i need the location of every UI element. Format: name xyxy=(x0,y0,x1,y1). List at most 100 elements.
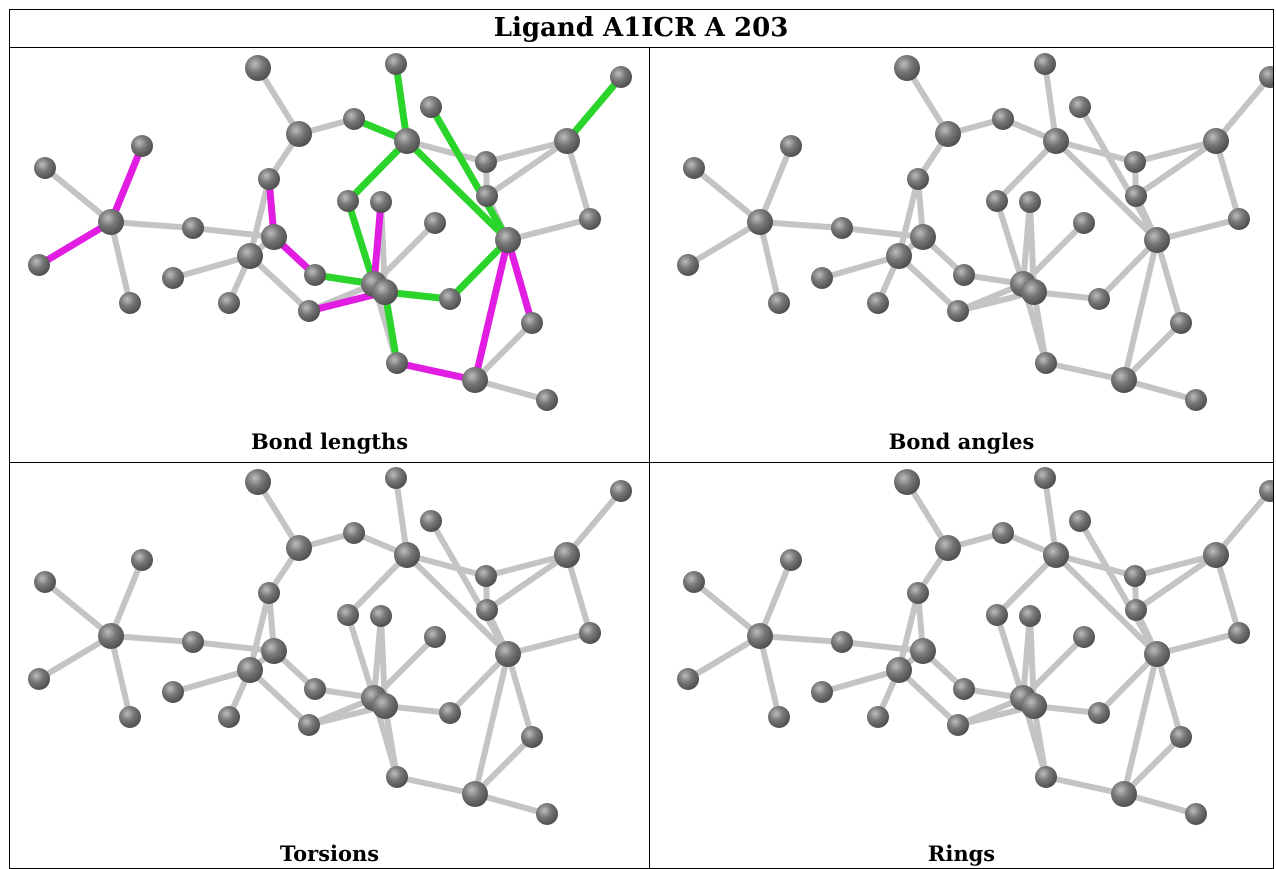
bond xyxy=(247,590,272,673)
bond xyxy=(757,219,845,231)
atom xyxy=(286,121,312,147)
atom xyxy=(1111,367,1137,393)
bond xyxy=(1154,237,1184,326)
bond xyxy=(1121,651,1160,797)
atom xyxy=(1069,510,1091,532)
atom xyxy=(992,108,1014,130)
atom xyxy=(385,467,407,489)
atom xyxy=(986,604,1008,626)
atom xyxy=(677,668,699,690)
atom xyxy=(1185,389,1207,411)
bond xyxy=(896,253,961,314)
bond xyxy=(505,651,535,740)
bond xyxy=(757,143,794,225)
atom xyxy=(1124,151,1146,173)
atom xyxy=(34,157,56,179)
atom xyxy=(910,224,936,250)
atom xyxy=(28,254,50,276)
bond xyxy=(896,176,921,259)
atom xyxy=(386,766,408,788)
bond xyxy=(691,165,763,225)
atom xyxy=(372,279,398,305)
bond xyxy=(190,639,277,654)
atom xyxy=(98,623,124,649)
atom xyxy=(1228,208,1250,230)
panel-bond-angles: Bond angles xyxy=(650,48,1273,462)
atom xyxy=(298,714,320,736)
bond xyxy=(404,552,511,657)
bond xyxy=(42,165,114,225)
atom xyxy=(304,678,326,700)
atom xyxy=(1019,605,1041,627)
atom xyxy=(237,657,263,683)
atom xyxy=(495,641,521,667)
atom xyxy=(536,803,558,825)
bond xyxy=(819,253,902,281)
molecule-torsions xyxy=(28,467,632,825)
atom xyxy=(768,292,790,314)
bond xyxy=(896,667,961,728)
bond xyxy=(1053,138,1160,243)
atom xyxy=(747,209,773,235)
bond-outlier xyxy=(471,236,512,384)
bond xyxy=(404,552,489,579)
bond xyxy=(1020,613,1033,701)
molecule-bond-angles xyxy=(677,53,1273,411)
bond xyxy=(1096,237,1160,302)
atom xyxy=(386,352,408,374)
bond xyxy=(108,557,145,639)
bond xyxy=(1043,360,1127,383)
atom xyxy=(1125,599,1147,621)
atom xyxy=(1111,781,1137,807)
atom xyxy=(258,582,280,604)
atom xyxy=(610,66,632,88)
bond xyxy=(757,219,782,306)
bond xyxy=(994,552,1059,618)
bond xyxy=(757,633,782,720)
atom xyxy=(867,706,889,728)
bond-highlighted xyxy=(344,137,411,205)
atom xyxy=(372,693,398,719)
bond xyxy=(757,557,794,639)
bond xyxy=(564,138,593,222)
atom xyxy=(935,535,961,561)
atom xyxy=(1034,53,1056,75)
atom xyxy=(907,168,929,190)
bond xyxy=(484,552,570,613)
atom xyxy=(554,128,580,154)
atom xyxy=(521,726,543,748)
panel-torsions: Torsions xyxy=(10,463,649,869)
atom xyxy=(119,706,141,728)
bond xyxy=(447,651,511,716)
bond xyxy=(36,633,114,682)
bond xyxy=(108,633,133,720)
bond xyxy=(1077,518,1160,657)
atom xyxy=(1124,565,1146,587)
table-title: Ligand A1ICR A 203 xyxy=(493,13,789,43)
atom xyxy=(343,108,365,130)
caption-rings: Rings xyxy=(927,841,996,866)
atom xyxy=(554,542,580,568)
atom xyxy=(521,312,543,334)
bond xyxy=(1077,104,1160,243)
atom xyxy=(420,510,442,532)
atom xyxy=(1088,702,1110,724)
atom xyxy=(476,599,498,621)
bond xyxy=(1133,138,1219,199)
bond xyxy=(472,734,535,797)
bond xyxy=(1020,199,1033,287)
bond-highlighted xyxy=(563,73,625,145)
atom xyxy=(476,185,498,207)
bond-outlier xyxy=(35,218,115,269)
atom xyxy=(337,190,359,212)
caption-torsions: Torsions xyxy=(279,841,380,866)
atom xyxy=(218,292,240,314)
bond xyxy=(1121,237,1160,383)
atom xyxy=(768,706,790,728)
atom xyxy=(1203,128,1229,154)
atom xyxy=(304,264,326,286)
bond xyxy=(1154,216,1242,243)
bond xyxy=(483,552,570,579)
atom xyxy=(536,389,558,411)
atom xyxy=(683,157,705,179)
